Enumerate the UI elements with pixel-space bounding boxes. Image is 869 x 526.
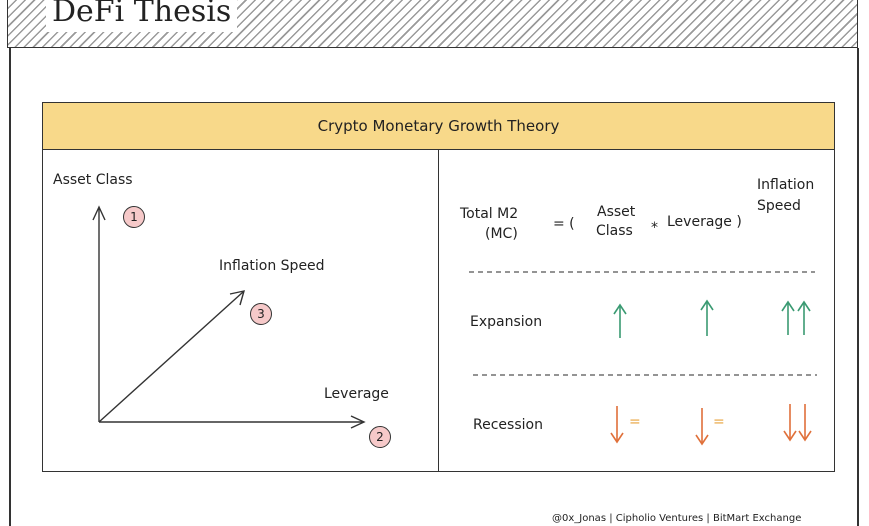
row-label-expansion: Expansion	[470, 314, 543, 330]
frame-right-border	[857, 48, 859, 526]
badge-3: 3	[250, 303, 272, 325]
badge-1: 1	[123, 206, 145, 228]
formula-lhs-line1: Total M2	[460, 206, 519, 222]
formula-panel: Total M2 (MC) = ( Asset Class * Leverage…	[438, 150, 835, 472]
equal-sign-1: =	[629, 414, 641, 430]
y-axis-label: Asset Class	[53, 172, 133, 188]
arrow-up-icon	[700, 299, 714, 336]
arrow-down-icon	[610, 406, 624, 444]
arrow-up-icon	[797, 300, 811, 335]
arrow-down-icon	[798, 404, 812, 442]
axes-drawing	[92, 205, 366, 429]
formula-asset-line1: Asset	[597, 204, 636, 220]
page-title: DeFi Thesis	[46, 0, 238, 32]
diagonal-label: Inflation Speed	[219, 258, 325, 274]
arrow-down-icon	[695, 408, 709, 446]
formula-exponent-line2: Speed	[757, 198, 801, 214]
row-label-recession: Recession	[473, 417, 543, 433]
banner: Crypto Monetary Growth Theory	[42, 102, 835, 150]
formula-lhs-line2: (MC)	[485, 226, 518, 242]
banner-title: Crypto Monetary Growth Theory	[317, 117, 560, 135]
formula-exponent-line1: Inflation	[757, 177, 815, 193]
equal-sign-2: =	[713, 414, 725, 430]
x-axis-label: Leverage	[324, 386, 389, 402]
arrow-up-icon	[781, 300, 795, 335]
x-axis-arrowhead	[350, 415, 366, 429]
formula-equals: = (	[553, 216, 575, 232]
diagonal-line	[98, 291, 244, 423]
diagram-panel: Asset Class Inflation Speed Leverage 1 3…	[42, 150, 439, 472]
frame-left-border	[9, 48, 11, 526]
footer-credit: @0x_Jonas | Cipholio Ventures | BitMart …	[552, 513, 802, 524]
formula-drawing	[469, 271, 817, 446]
diagonal-arrowhead	[229, 290, 245, 306]
header-bar: DeFi Thesis	[7, 0, 858, 48]
arrow-down-icon	[783, 404, 797, 442]
badge-2: 2	[369, 426, 391, 448]
y-axis-arrowhead	[92, 205, 106, 221]
formula-times: *	[651, 220, 658, 236]
formula-asset-line2: Class	[596, 223, 633, 239]
formula-leverage: Leverage )	[667, 214, 742, 230]
arrow-up-icon	[613, 303, 627, 338]
